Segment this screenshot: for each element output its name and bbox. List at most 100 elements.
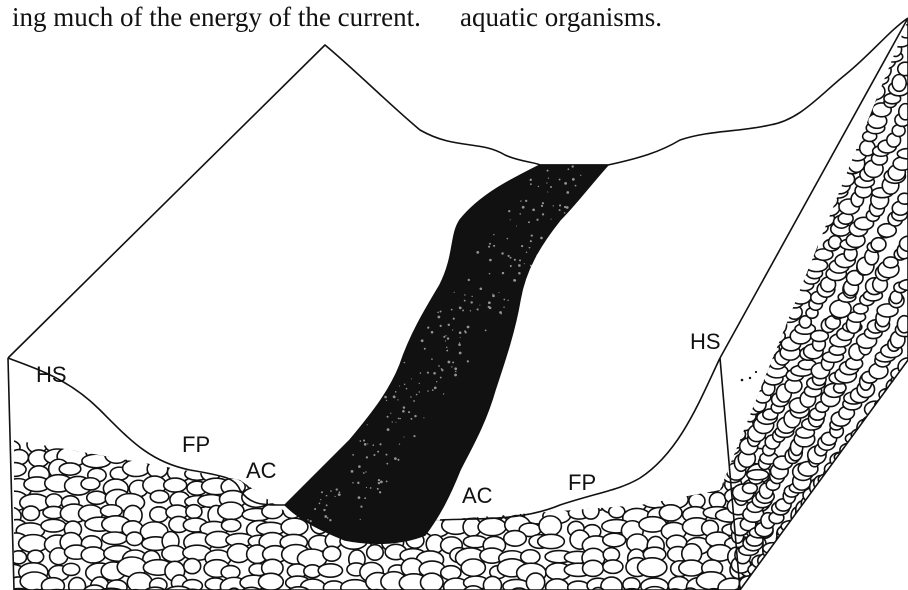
speckle: [502, 272, 504, 274]
cobble: [186, 505, 202, 519]
cobble: [583, 502, 599, 519]
speckle: [416, 394, 418, 396]
cobble: [84, 433, 110, 449]
cobble: [790, 290, 811, 304]
speckle: [329, 519, 331, 521]
cobble: [643, 434, 662, 451]
speckle: [459, 331, 462, 334]
cobble: [461, 559, 485, 576]
speckle: [566, 206, 569, 209]
speckle: [531, 234, 533, 236]
speckle: [540, 237, 543, 240]
speckle: [380, 480, 383, 483]
speckle: [367, 443, 368, 444]
speckle: [436, 381, 437, 382]
speckle: [384, 396, 387, 399]
cobble: [733, 390, 748, 403]
speckle: [326, 495, 328, 497]
speckle: [351, 470, 354, 473]
cobble: [603, 459, 619, 478]
speckle: [438, 316, 441, 319]
cobble: [823, 160, 845, 176]
speckle: [399, 418, 400, 419]
speckle: [424, 348, 426, 350]
cobble: [898, 193, 908, 204]
speckle: [572, 178, 575, 181]
cobble: [123, 460, 150, 477]
speckle: [510, 257, 512, 259]
speckle: [352, 482, 354, 484]
cobble: [526, 483, 546, 495]
cobble: [501, 489, 522, 506]
cobble: [741, 374, 762, 391]
cobble: [679, 560, 704, 576]
speckle: [451, 366, 452, 367]
cobble: [150, 507, 168, 522]
speckle: [427, 390, 429, 392]
speckle: [448, 324, 450, 326]
label-fp-left: FP: [182, 432, 210, 457]
speckle: [323, 509, 325, 511]
cobble: [420, 573, 443, 590]
speckle: [438, 365, 440, 367]
cobble: [22, 506, 39, 520]
speckle: [431, 331, 434, 334]
cobble: [729, 357, 747, 373]
speckle: [403, 437, 404, 438]
speckle: [386, 454, 388, 456]
speckle: [431, 358, 433, 360]
speckle: [392, 421, 393, 422]
speckle: [508, 255, 510, 257]
speckle: [432, 389, 434, 391]
speckle: [377, 488, 379, 490]
speckle: [445, 340, 446, 341]
speckle: [518, 272, 521, 275]
cobble: [777, 246, 793, 258]
speckle: [542, 213, 544, 215]
speckle: [372, 444, 374, 446]
cobble: [530, 460, 547, 478]
cobble: [689, 494, 705, 508]
speckle: [378, 479, 380, 481]
speckle: [447, 337, 449, 339]
speckle: [530, 183, 532, 185]
cobble: [897, 316, 908, 333]
cobble: [19, 535, 48, 553]
speckle: [488, 246, 490, 248]
cobble: [624, 480, 654, 494]
cobble: [110, 438, 128, 454]
speckle: [386, 481, 388, 483]
speckle: [413, 400, 415, 402]
speckle: [358, 496, 361, 499]
speckle: [427, 327, 429, 329]
cobble: [765, 301, 777, 315]
label-ac-left: AC: [246, 458, 277, 483]
speckle: [330, 490, 332, 492]
cobble: [720, 341, 740, 351]
speckle: [440, 377, 442, 379]
speckle: [437, 312, 439, 314]
cobble: [749, 326, 767, 344]
speckle: [399, 385, 400, 386]
speckle: [358, 465, 361, 468]
speckle: [387, 428, 390, 431]
speckle: [547, 191, 548, 192]
speckle: [567, 168, 569, 170]
cobble: [829, 236, 842, 249]
cobble: [787, 258, 803, 273]
cobble: [733, 350, 754, 364]
speckle: [489, 259, 492, 262]
cobble: [265, 441, 288, 454]
cobble: [318, 564, 342, 577]
speckle: [373, 454, 375, 456]
stream-channel: [285, 165, 608, 543]
speckle: [459, 342, 460, 343]
cobble: [323, 546, 341, 561]
cobble: [830, 452, 850, 467]
cobble: [603, 560, 623, 573]
speckle: [338, 493, 341, 496]
speckle: [453, 318, 455, 320]
speckle: [414, 415, 416, 417]
cobble: [733, 429, 745, 440]
